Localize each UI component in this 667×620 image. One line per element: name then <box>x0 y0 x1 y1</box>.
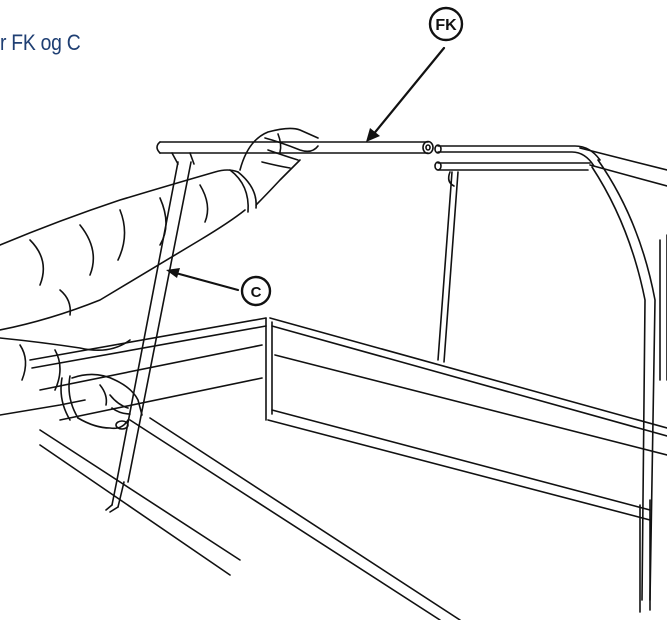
frame-right <box>434 144 667 601</box>
section-heading: r FK og C <box>0 30 81 55</box>
callout-fk-label: FK <box>435 17 457 34</box>
trailer-box <box>29 317 667 620</box>
callout-fk <box>366 6 464 142</box>
fk-bar <box>156 140 434 165</box>
callout-c <box>166 268 272 307</box>
callout-c-label: C <box>251 284 262 301</box>
upper-arm <box>0 127 319 331</box>
lower-arm <box>0 337 143 430</box>
c-pole <box>105 161 192 513</box>
